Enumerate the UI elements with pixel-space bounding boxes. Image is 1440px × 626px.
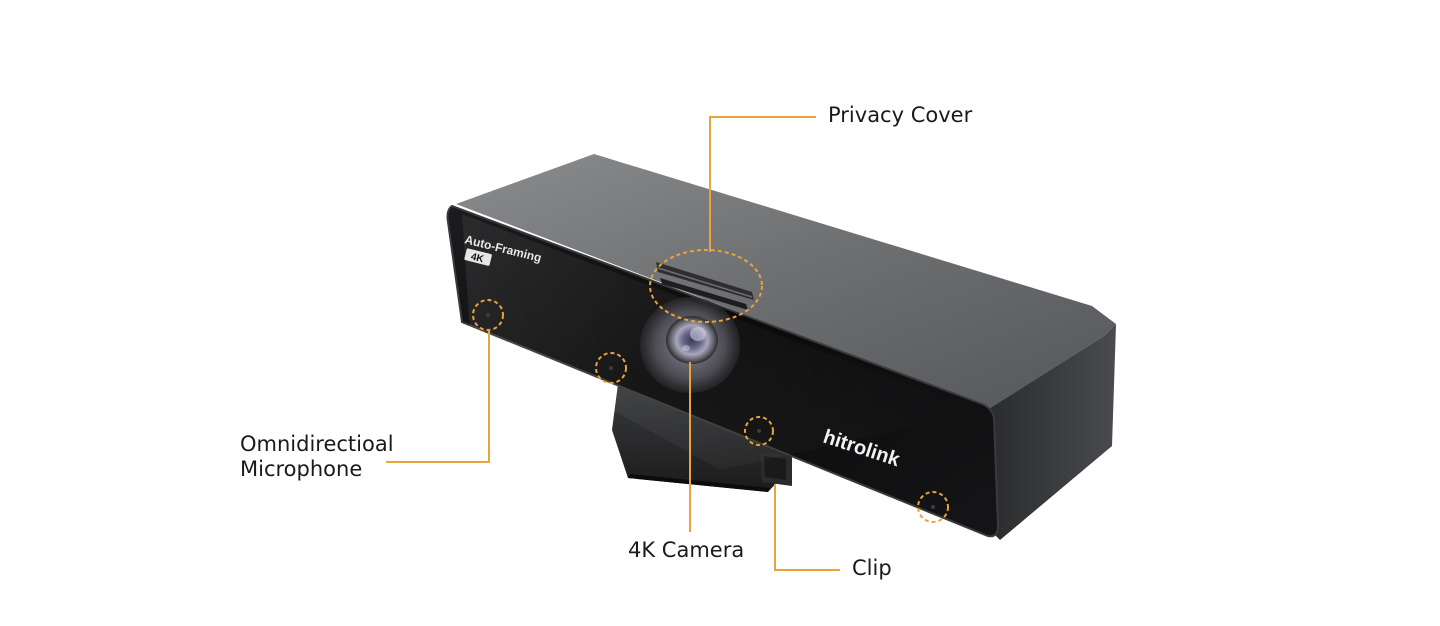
4k-badge: 4K (464, 248, 492, 266)
privacy-cover-label: Privacy Cover (828, 103, 973, 127)
clip-label: Clip (852, 556, 892, 580)
mic-hole (609, 366, 613, 370)
microphone-label-line2: Microphone (240, 457, 363, 481)
camera-body-side (988, 324, 1116, 540)
camera-label: 4K Camera (628, 538, 745, 562)
mic-highlight (595, 352, 627, 384)
camera-body-top (456, 154, 1116, 408)
callout-highlights (472, 249, 949, 523)
callout-lines (386, 116, 840, 571)
mic-highlight (917, 491, 949, 523)
privacy-cover-highlight (649, 249, 763, 323)
microphone-label-line1: Omnidirectioal (240, 432, 394, 456)
mic-hole (757, 429, 761, 433)
microphone-label: Omnidirectioal Microphone (240, 432, 394, 482)
microphone-line (386, 330, 490, 463)
mic-hole (486, 313, 490, 317)
4k-badge-text: 4K (470, 252, 486, 266)
clip-line (774, 484, 840, 571)
mic-highlight (744, 416, 774, 446)
front-bezel (446, 204, 1000, 538)
privacy-cover (656, 262, 754, 310)
microphone-holes (486, 313, 935, 509)
privacy-cover-line (709, 116, 816, 252)
clip-part (760, 452, 792, 486)
mic-hole (931, 505, 935, 509)
